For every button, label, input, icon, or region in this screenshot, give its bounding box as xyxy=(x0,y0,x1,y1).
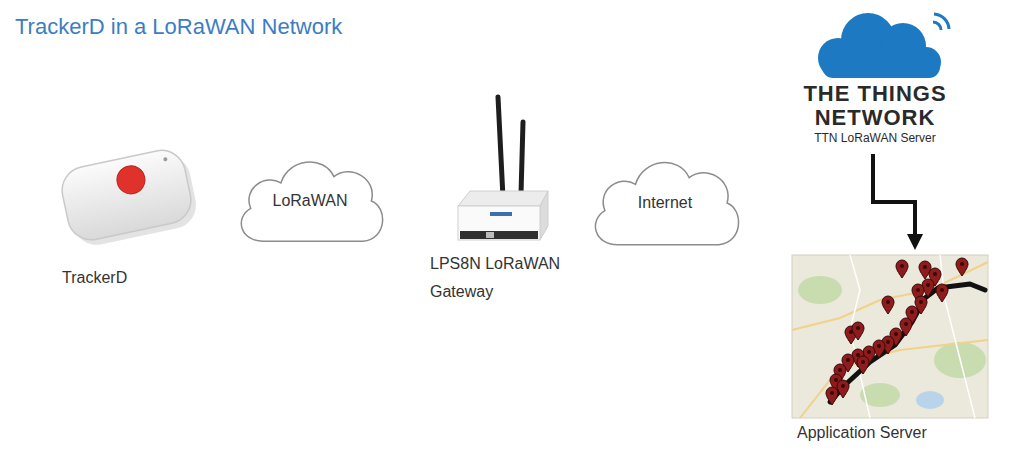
logo-cloud-part xyxy=(822,55,940,78)
server-node: THE THINGS NETWORKTTN LoRaWAN Server xyxy=(795,8,955,152)
node-label: Application Server xyxy=(797,422,986,444)
tracker-device xyxy=(58,145,201,250)
gateway-device xyxy=(458,97,548,240)
application-node: Application Server xyxy=(790,252,990,448)
gateway-logo xyxy=(490,212,512,216)
gateway-front xyxy=(458,206,540,240)
node-label: LoRaWAN xyxy=(273,191,348,211)
map-road xyxy=(792,262,988,330)
node-label: THE THINGS NETWORK xyxy=(799,82,951,130)
map-lake xyxy=(916,391,944,409)
node-label: Internet xyxy=(638,193,692,213)
map-road xyxy=(800,340,988,418)
signal-arc xyxy=(933,22,941,30)
device-node: TrackerD xyxy=(50,140,220,295)
cloud-shape xyxy=(241,162,382,241)
map-track xyxy=(830,284,985,402)
diagram-title: TrackerD in a LoRaWAN Network xyxy=(15,14,342,40)
network-cloud: LoRaWAN xyxy=(232,148,388,254)
gateway-ports xyxy=(460,231,538,239)
device-body xyxy=(58,146,196,244)
gateway-side xyxy=(540,191,548,240)
gateway-node: LPS8N LoRaWAN Gateway xyxy=(425,90,565,310)
gateway-port xyxy=(486,232,494,238)
map-pins xyxy=(826,258,968,405)
map-ground xyxy=(792,255,988,418)
map-illustration xyxy=(792,255,988,418)
cloud-shape xyxy=(595,163,738,245)
device-led xyxy=(163,157,168,162)
gateway-top xyxy=(458,191,548,206)
signal-arc xyxy=(934,14,949,29)
node-label: LPS8N LoRaWAN Gateway xyxy=(430,250,561,306)
map-forest xyxy=(798,276,842,304)
map-road xyxy=(940,255,975,418)
node-sublabel: TTN LoRaWAN Server xyxy=(799,130,951,146)
node-label: TrackerD xyxy=(62,267,214,289)
antenna xyxy=(498,97,503,198)
device-button xyxy=(114,163,147,196)
flow-arrow xyxy=(873,154,915,234)
network-cloud: Internet xyxy=(586,148,744,258)
antenna xyxy=(521,122,523,194)
ttn-logo xyxy=(818,13,949,78)
